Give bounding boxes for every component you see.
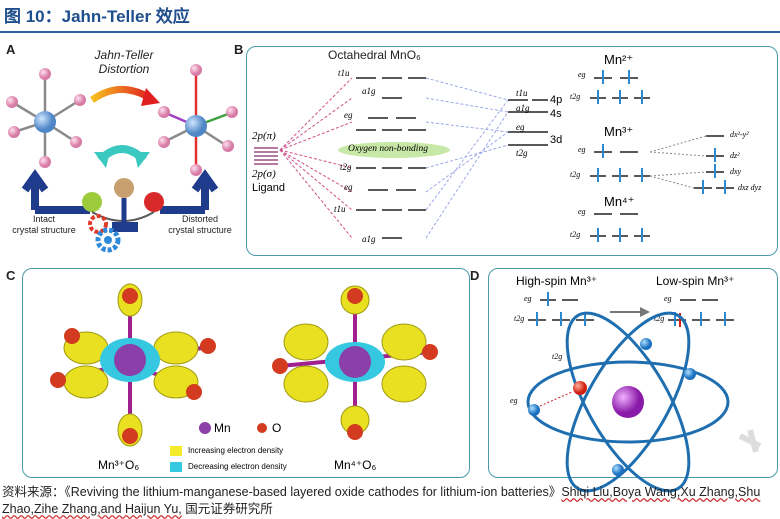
d-eg-right: eg: [664, 294, 672, 303]
d-xy: dxy: [730, 167, 742, 176]
mn-4p: 4p: [550, 94, 563, 106]
mn4o6-label: Mn⁴⁺O₆: [334, 458, 377, 472]
source-authors: Shiqi Liu,Boya Wang,Xu Zhang,Shu Zhao,Zi…: [2, 485, 761, 516]
mn3-octahedron: [50, 283, 216, 447]
legend-mn-dot: [199, 422, 211, 434]
d-z2: dz²: [730, 151, 740, 160]
source-prefix: 资料来源：: [2, 485, 65, 499]
mo-diagram: [254, 70, 734, 242]
mn-4s: 4s: [550, 108, 562, 120]
mo-a1g: a1g: [362, 86, 376, 96]
ligand-label: Ligand: [252, 182, 286, 194]
panel-b: [246, 46, 778, 256]
mn4-octahedron: [272, 285, 438, 440]
low-spin-label: Low-spin Mn³⁺: [656, 274, 735, 288]
source-citation: 《Reviving the lithium-manganese-based la…: [64, 485, 562, 499]
legend-dec-swatch: [170, 462, 182, 472]
mn-eg: eg: [516, 122, 525, 132]
source-note: 资料来源：《Reviving the lithium-manganese-bas…: [2, 484, 778, 518]
mn4-eg: eg: [578, 207, 586, 216]
d-eg-left: eg: [524, 294, 532, 303]
legend-o: O: [272, 421, 282, 435]
mn2-title: Mn²⁺: [604, 52, 634, 67]
mo-a1g2: a1g: [362, 234, 376, 244]
panel-b-label: B: [234, 42, 244, 57]
high-spin-label: High-spin Mn³⁺: [516, 274, 598, 288]
mn-t2g: t2g: [516, 148, 528, 158]
panel-c-label: C: [6, 268, 16, 283]
ligand-sigma: 2p(σ): [252, 168, 276, 180]
panel-a-label: A: [6, 42, 16, 57]
mo-t1u: t1u: [338, 68, 350, 78]
legend-mn: Mn: [214, 421, 231, 435]
d-t2g-right: t2g: [654, 314, 665, 323]
panel-d-label: D: [470, 268, 480, 283]
atom-t2g: t2g: [552, 352, 563, 361]
legend-dec: Decreasing electron density: [188, 462, 287, 471]
figure-title: 图 10：Jahn-Teller 效应: [4, 7, 190, 26]
mn3-eg: eg: [578, 145, 586, 154]
mn2-t2g: t2g: [570, 92, 581, 101]
mn3-t2g: t2g: [570, 170, 581, 179]
nonbonding-label: Oxygen non-bonding: [348, 144, 428, 154]
mo-eg: eg: [344, 110, 353, 120]
mn3o6-label: Mn³⁺O₆: [98, 458, 140, 472]
legend-inc: Increasing electron density: [188, 446, 284, 455]
ligand-pi: 2p(π): [252, 130, 276, 142]
mo-t2g: t2g: [340, 162, 352, 172]
mn3-title: Mn³⁺: [604, 124, 634, 139]
mn2-eg: eg: [578, 70, 586, 79]
mo-t1u2: t1u: [334, 204, 346, 214]
mn-3d: 3d: [550, 134, 563, 146]
d-x2y2: dx²-y²: [730, 130, 749, 139]
mn4-t2g: t2g: [570, 230, 581, 239]
panel-a-graphic: [6, 64, 238, 253]
source-org: 国元证券研究所: [185, 502, 273, 516]
d-t2g-left: t2g: [514, 314, 525, 323]
spin-up-arrows: [597, 70, 726, 242]
title-rule: [0, 31, 780, 33]
mo-eg2: eg: [344, 182, 353, 192]
mo-header: Octahedral MnO₆: [328, 48, 421, 62]
d-xz-yz: dxz dyz: [738, 183, 762, 192]
mn-a1g: a1g: [516, 103, 530, 113]
nucleus: [612, 386, 644, 418]
mn-t1u: t1u: [516, 88, 528, 98]
legend-inc-swatch: [170, 446, 182, 456]
atom-eg: eg: [510, 396, 518, 405]
legend-o-dot: [257, 423, 267, 433]
mn4-title: Mn⁴⁺: [604, 194, 635, 209]
